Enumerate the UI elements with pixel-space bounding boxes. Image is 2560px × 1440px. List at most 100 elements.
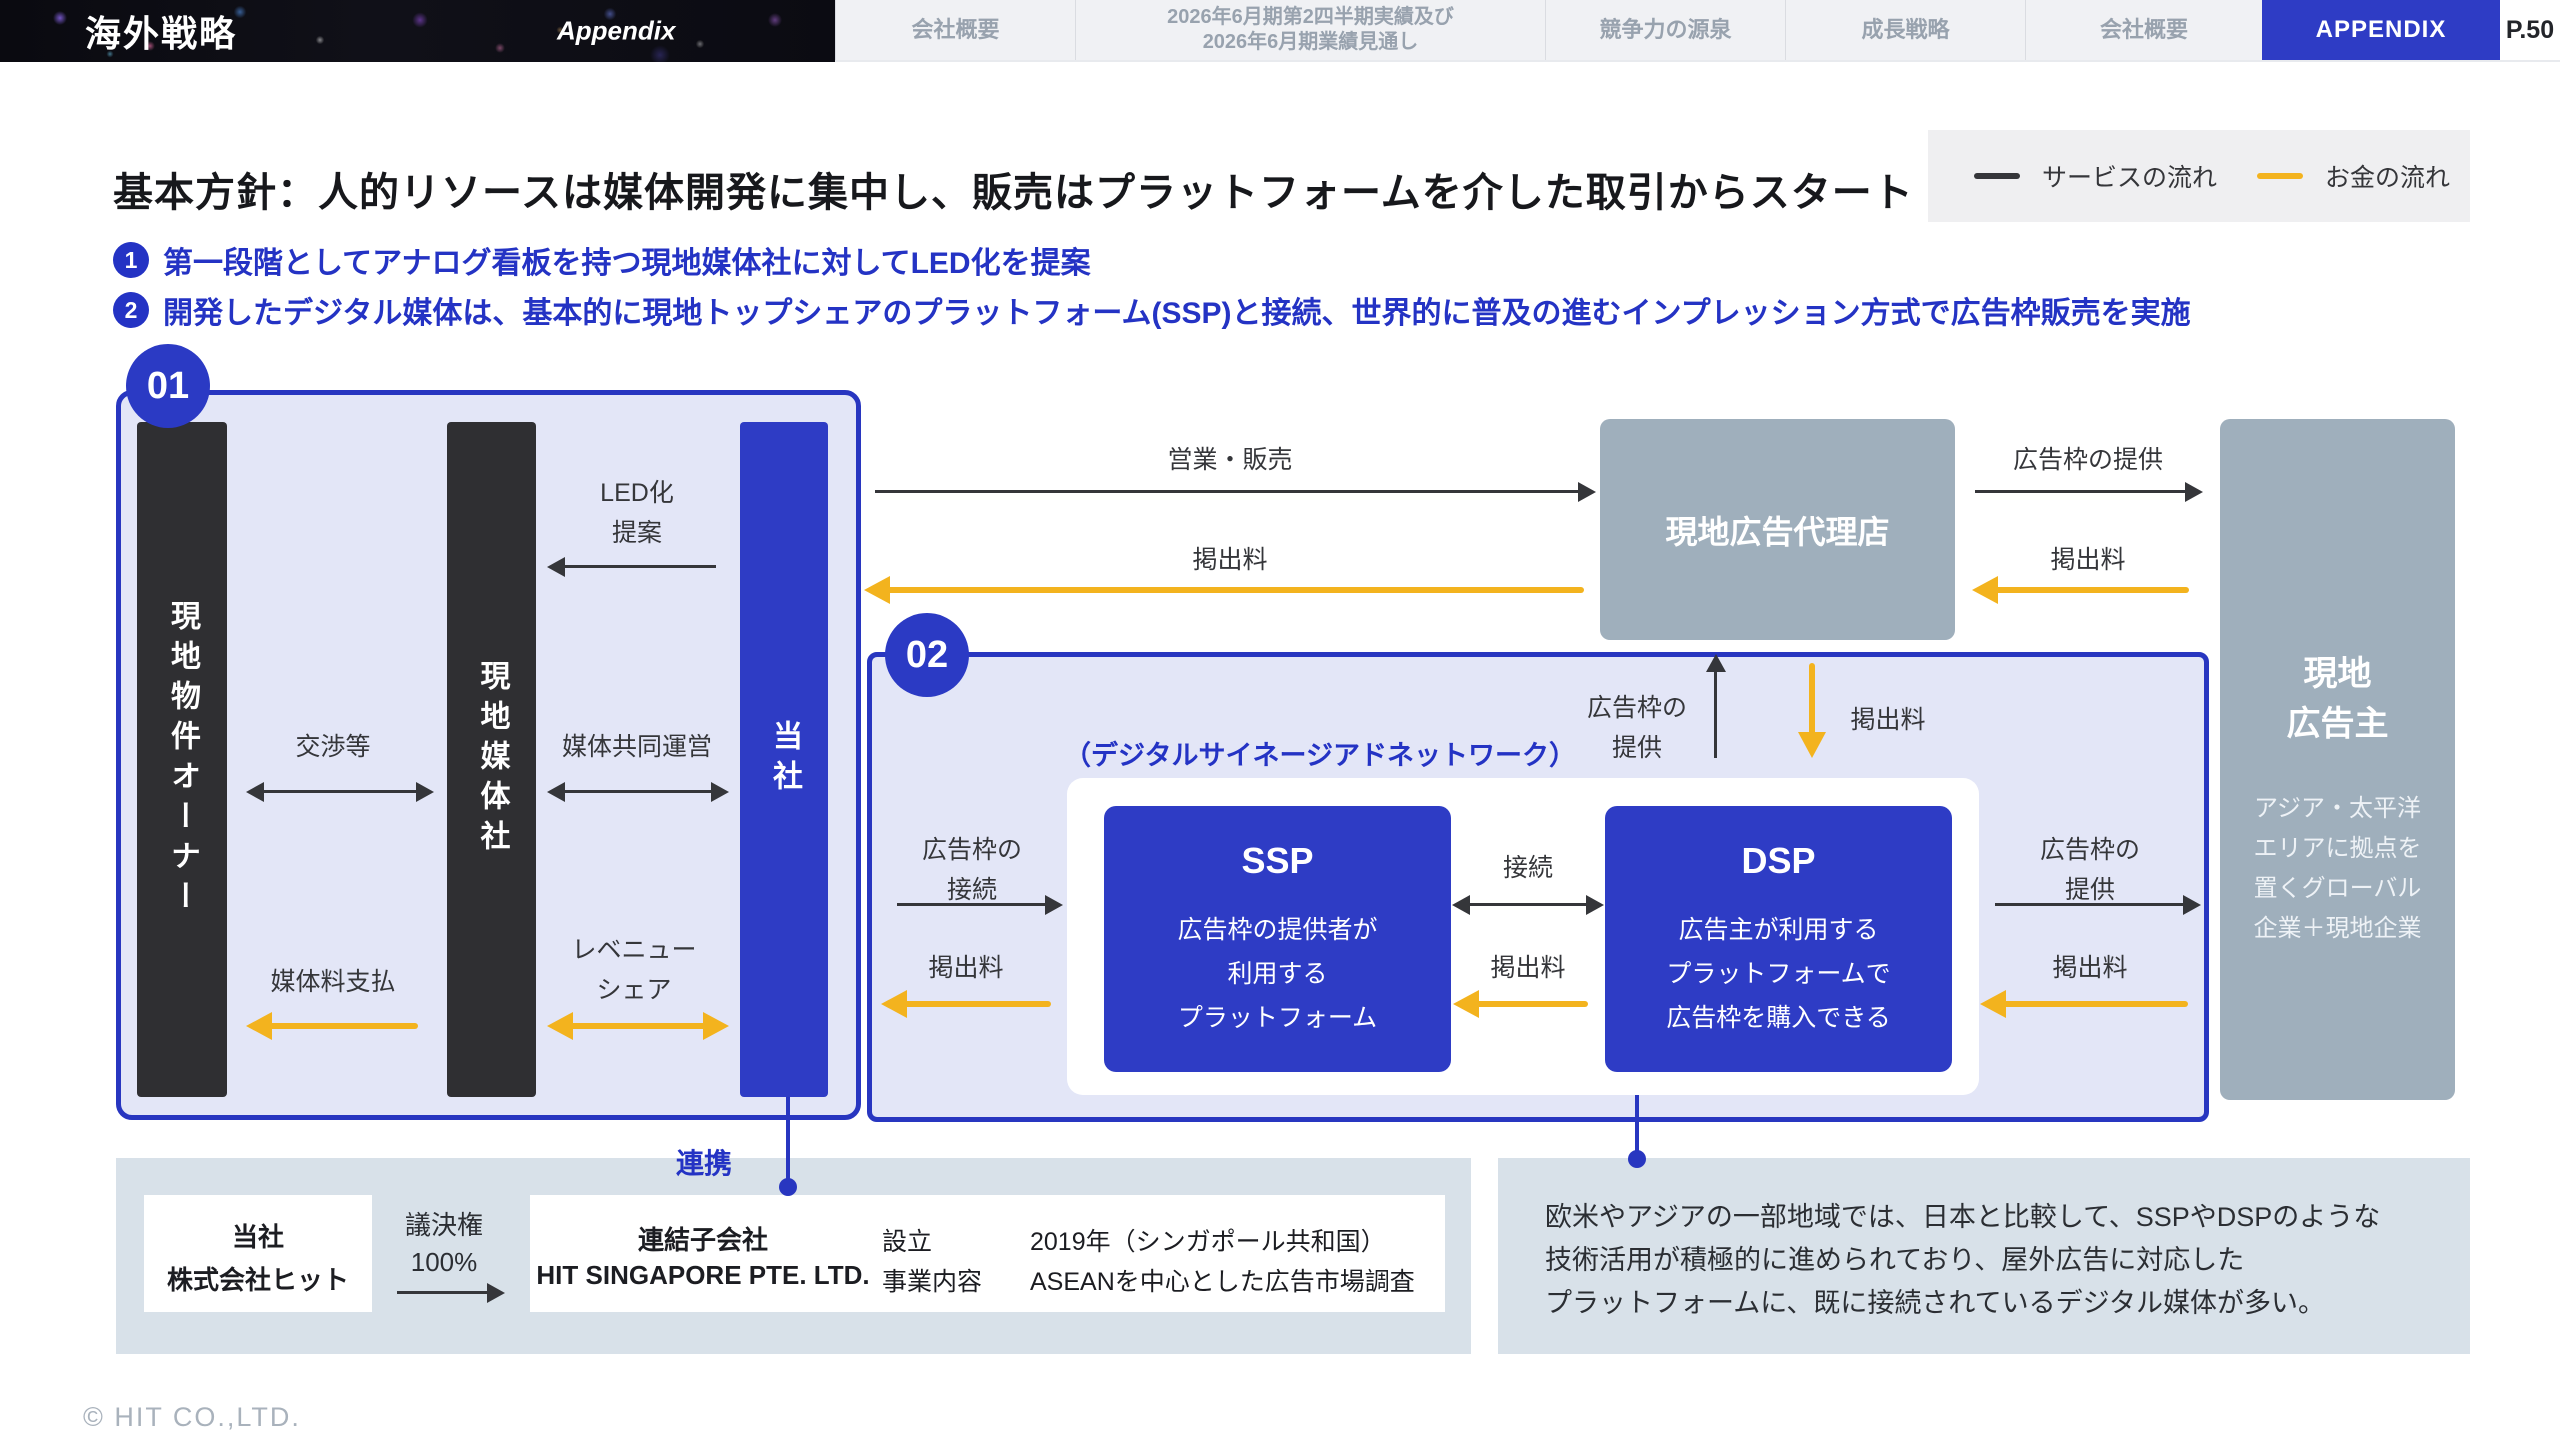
ssp-desc-line: 広告枠の提供者が bbox=[1177, 916, 1378, 944]
tab-company-overview-1[interactable]: 会社概要 bbox=[835, 0, 1075, 60]
money-flow-line-icon bbox=[2257, 173, 2304, 179]
partnership-connector-dot bbox=[779, 1178, 797, 1196]
tab-q2-results-forecast[interactable]: 2026年6月期第2四半期実績及び 2026年6月期業績見通し bbox=[1075, 0, 1545, 60]
subsidiary-name: HIT SINGAPORE PTE. LTD. bbox=[536, 1260, 870, 1290]
section-subtitle: Appendix bbox=[557, 15, 676, 46]
money-flow-label: お金の流れ bbox=[2325, 164, 2451, 192]
joint-operation-arrow bbox=[563, 790, 713, 793]
negotiation-label: 交渉等 bbox=[295, 733, 371, 761]
advertiser-title-2: 広告主 bbox=[2286, 705, 2389, 743]
negotiation-arrow bbox=[262, 790, 418, 793]
fee-mid-arrow bbox=[1473, 1001, 1588, 1007]
ssp-title: SSP bbox=[1241, 840, 1314, 881]
advertiser-title-1: 現地 bbox=[2303, 655, 2372, 693]
fee-to-us-label: 掲出料 bbox=[1192, 546, 1268, 574]
fee-in-left-label: 掲出料 bbox=[928, 954, 1004, 982]
inventory-provide-arrow bbox=[1975, 490, 2187, 493]
bullet-2: 2 開発したデジタル媒体は、基本的に現地トップシェアのプラットフォーム(SSP)… bbox=[113, 288, 2191, 332]
connect-label: 接続 bbox=[1502, 854, 1554, 882]
service-flow-line-icon bbox=[1974, 173, 2020, 179]
dsp-desc-line: 広告枠を購入できる bbox=[1666, 1004, 1891, 1032]
connect-arrow bbox=[1468, 903, 1588, 906]
entity-local-property-owner: 現地物件オーナー bbox=[137, 422, 227, 1097]
bullet-1-text: 第一段階としてアナログ看板を持つ現地媒体社に対してLED化を提案 bbox=[163, 247, 1091, 280]
dsp-connector-line bbox=[1635, 1095, 1639, 1157]
phase-02-badge: 02 bbox=[885, 613, 969, 697]
dsp-title: DSP bbox=[1741, 840, 1816, 881]
advertiser-desc-line: アジア・太平洋 bbox=[2253, 795, 2422, 822]
tab-competitive-strength[interactable]: 競争力の源泉 bbox=[1545, 0, 1785, 60]
top-navigation-bar: 海外戦略 Appendix 会社概要 2026年6月期第2四半期実績及び 202… bbox=[0, 0, 2560, 62]
inventory-up-arrow bbox=[1714, 670, 1717, 758]
phase-01-badge: 01 bbox=[126, 344, 210, 428]
revenue-share-arrow bbox=[567, 1023, 709, 1029]
note-line-2: 技術活用が積極的に進められており、屋外広告に対応した bbox=[1545, 1245, 2245, 1275]
fee-to-agency-arrow bbox=[1992, 587, 2189, 593]
page-title: 基本方針：人的リソースは媒体開発に集中し、販売はプラットフォームを介した取引から… bbox=[113, 171, 1914, 215]
ownership-arrow bbox=[397, 1291, 489, 1294]
dsp-desc-line: プラットフォームで bbox=[1666, 960, 1891, 988]
revenue-share-label-2: シェア bbox=[596, 976, 672, 1004]
entity-local-ad-agency: 現地広告代理店 bbox=[1600, 419, 1955, 640]
bullet-2-number: 2 bbox=[113, 292, 149, 328]
note-line-3: プラットフォームに、既に接続されているデジタル媒体が多い。 bbox=[1545, 1288, 2326, 1318]
led-proposal-label-1: LED化 bbox=[600, 479, 674, 507]
flow-legend: サービスの流れ お金の流れ bbox=[1928, 130, 2470, 222]
joint-operation-label: 媒体共同運営 bbox=[561, 733, 713, 761]
header-photo-banner: 海外戦略 Appendix bbox=[0, 0, 835, 62]
led-proposal-label-2: 提案 bbox=[611, 519, 663, 547]
nav-tabs: 会社概要 2026年6月期第2四半期実績及び 2026年6月期業績見通し 競争力… bbox=[835, 0, 2560, 60]
sales-arrow bbox=[875, 490, 1580, 493]
market-note-panel bbox=[1498, 1158, 2470, 1354]
media-fee-label: 媒体料支払 bbox=[270, 968, 396, 996]
dsp-box: DSP 広告主が利用する プラットフォームで 広告枠を購入できる bbox=[1605, 806, 1952, 1072]
business-value: ASEANを中心とした広告市場調査 bbox=[1030, 1268, 1415, 1296]
media-fee-arrow bbox=[266, 1023, 418, 1029]
partnership-connector-line bbox=[786, 1097, 790, 1185]
inventory-connect-arrow bbox=[897, 903, 1047, 906]
page-number: P.50 bbox=[2500, 0, 2560, 60]
inventory-connect-label-1: 広告枠の bbox=[921, 836, 1023, 864]
fee-mid-label: 掲出料 bbox=[1490, 954, 1566, 982]
entity-local-media-company: 現地媒体社 bbox=[447, 422, 536, 1097]
entity-local-advertiser: 現地 広告主 アジア・太平洋 エリアに拠点を 置くグローバル 企業＋現地企業 bbox=[2220, 419, 2455, 1100]
voting-rights-value: 100% bbox=[410, 1247, 478, 1277]
led-proposal-arrow bbox=[563, 565, 716, 568]
dsp-desc-line: 広告主が利用する bbox=[1678, 916, 1879, 944]
business-key: 事業内容 bbox=[882, 1268, 983, 1296]
inventory-up-label-1: 広告枠の bbox=[1586, 694, 1688, 722]
bullet-1: 1 第一段階としてアナログ看板を持つ現地媒体社に対してLED化を提案 bbox=[113, 238, 1091, 282]
inventory-up-label-2: 提供 bbox=[1611, 734, 1663, 762]
revenue-share-label-1: レベニュー bbox=[571, 936, 697, 964]
section-title: 海外戦略 bbox=[85, 13, 238, 54]
tab-company-overview-2[interactable]: 会社概要 bbox=[2025, 0, 2262, 60]
parent-company-label: 当社 bbox=[231, 1222, 284, 1252]
parent-company-name: 株式会社ヒット bbox=[166, 1265, 349, 1295]
subsidiary-label: 連結子会社 bbox=[637, 1225, 769, 1255]
partnership-label: 連携 bbox=[675, 1148, 733, 1179]
fee-down-label: 掲出料 bbox=[1850, 706, 1926, 734]
ssp-desc-line: 利用する bbox=[1227, 960, 1328, 988]
inventory-out-label-2: 提供 bbox=[2064, 876, 2116, 904]
inventory-out-label-1: 広告枠の bbox=[2039, 836, 2141, 864]
note-line-1: 欧米やアジアの一部地域では、日本と比較して、SSPやDSPのような bbox=[1545, 1202, 2381, 1232]
fee-to-agency-label: 掲出料 bbox=[2050, 546, 2126, 574]
inventory-provide-label: 広告枠の提供 bbox=[2012, 446, 2164, 474]
sales-label: 営業・販売 bbox=[1167, 446, 1293, 474]
bullet-2-text: 開発したデジタル媒体は、基本的に現地トップシェアのプラットフォーム(SSP)と接… bbox=[163, 297, 2191, 330]
tab-appendix[interactable]: APPENDIX bbox=[2262, 0, 2500, 60]
voting-rights-label: 議決権 bbox=[404, 1210, 484, 1240]
ad-network-label: （デジタルサイネージアドネットワーク） bbox=[1064, 740, 1576, 771]
fee-down-arrow bbox=[1809, 663, 1815, 738]
founded-key: 設立 bbox=[882, 1228, 933, 1256]
advertiser-desc-line: 企業＋現地企業 bbox=[2253, 915, 2422, 942]
tab-growth-strategy[interactable]: 成長戦略 bbox=[1785, 0, 2025, 60]
inventory-out-arrow bbox=[1995, 903, 2185, 906]
bullet-1-number: 1 bbox=[113, 242, 149, 278]
inventory-connect-label-2: 接続 bbox=[946, 876, 998, 904]
fee-out-right-label: 掲出料 bbox=[2052, 954, 2128, 982]
advertiser-desc-line: 置くグローバル bbox=[2253, 875, 2422, 902]
fee-to-us-arrow bbox=[884, 587, 1584, 593]
subsidiary-card: 連結子会社 HIT SINGAPORE PTE. LTD. 設立 2019年（シ… bbox=[530, 1195, 1445, 1312]
